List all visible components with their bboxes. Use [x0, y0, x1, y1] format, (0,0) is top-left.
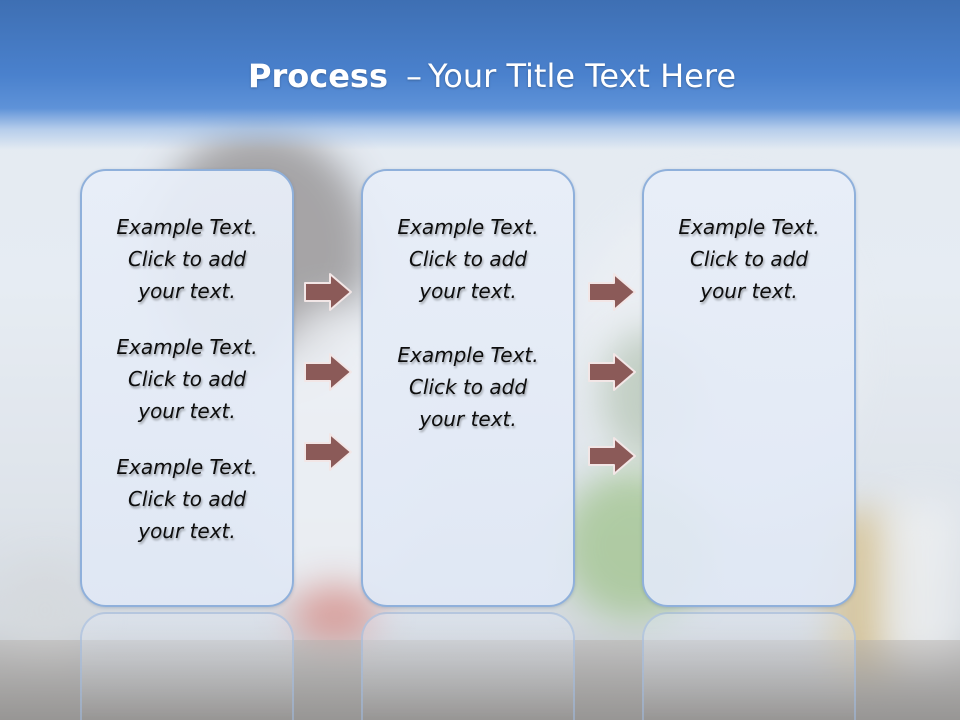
item-line: Click to add	[127, 247, 247, 271]
item-line: Click to add	[408, 247, 528, 271]
item-line: Click to add	[127, 367, 247, 391]
right-arrow-icon	[588, 353, 636, 391]
text-placeholder[interactable]: Example Text. Click to add your text.	[363, 211, 573, 307]
item-line: your text.	[419, 279, 517, 303]
item-line: Example Text.	[116, 455, 258, 479]
title-bold-part: Process	[248, 57, 388, 95]
item-line: Click to add	[408, 375, 528, 399]
right-arrow-icon	[588, 273, 636, 311]
item-line: Example Text.	[116, 335, 258, 359]
slide-title[interactable]: Process–Your Title Text Here	[0, 54, 960, 98]
text-placeholder[interactable]: Example Text. Click to add your text.	[82, 451, 292, 547]
process-box-2[interactable]: Example Text. Click to add your text. Ex…	[361, 169, 575, 607]
item-line: Click to add	[127, 487, 247, 511]
title-separator: –	[405, 57, 422, 95]
title-rest-part: Your Title Text Here	[427, 57, 736, 95]
title-bar	[0, 0, 960, 150]
item-line: Example Text.	[116, 215, 258, 239]
item-line: Example Text.	[397, 343, 539, 367]
text-placeholder[interactable]: Example Text. Click to add your text.	[82, 211, 292, 307]
item-line: your text.	[419, 407, 517, 431]
item-line: your text.	[138, 399, 236, 423]
box-reflection-2	[361, 612, 575, 720]
box-reflection-1	[80, 612, 294, 720]
item-line: Click to add	[689, 247, 809, 271]
background-countertop	[0, 640, 960, 720]
right-arrow-icon	[588, 437, 636, 475]
process-box-3[interactable]: Example Text. Click to add your text.	[642, 169, 856, 607]
right-arrow-icon	[304, 433, 352, 471]
right-arrow-icon	[304, 273, 352, 311]
item-line: your text.	[700, 279, 798, 303]
right-arrow-icon	[304, 353, 352, 391]
item-line: your text.	[138, 519, 236, 543]
box-reflection-3	[642, 612, 856, 720]
item-line: Example Text.	[397, 215, 539, 239]
text-placeholder[interactable]: Example Text. Click to add your text.	[82, 331, 292, 427]
item-line: Example Text.	[678, 215, 820, 239]
text-placeholder[interactable]: Example Text. Click to add your text.	[644, 211, 854, 307]
text-placeholder[interactable]: Example Text. Click to add your text.	[363, 339, 573, 435]
item-line: your text.	[138, 279, 236, 303]
process-box-1[interactable]: Example Text. Click to add your text. Ex…	[80, 169, 294, 607]
